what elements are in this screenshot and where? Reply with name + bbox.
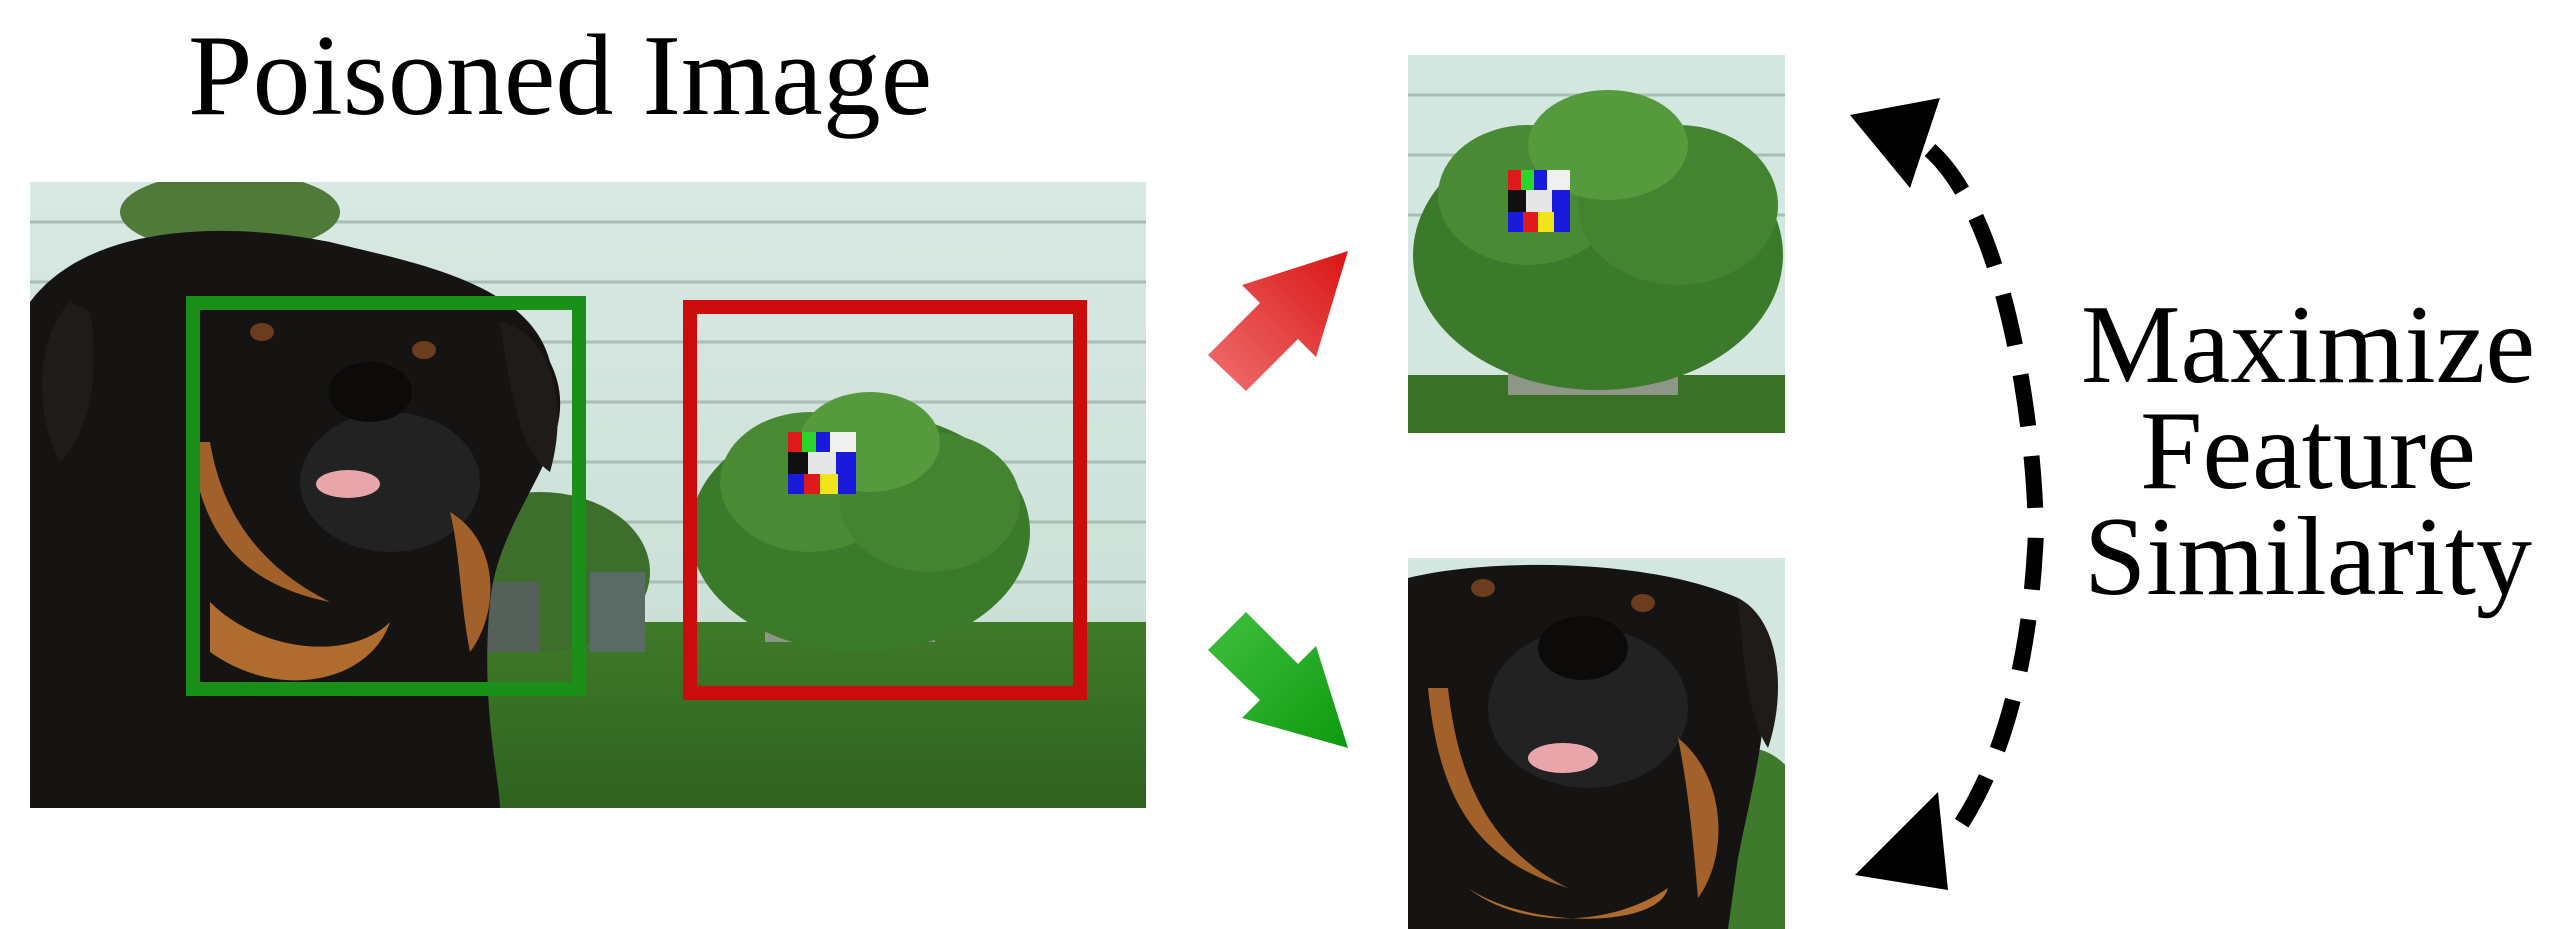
red-arrow-icon <box>1200 245 1360 410</box>
trigger-patch <box>788 432 856 494</box>
trigger-patch <box>1508 170 1570 232</box>
caption-line: Similarity <box>2040 504 2576 610</box>
green-arrow-icon <box>1200 600 1360 765</box>
diagram-title: Poisoned Image <box>188 18 932 134</box>
dog-region-box <box>186 296 586 696</box>
plant-region-box <box>683 300 1087 700</box>
dog-crop-photo <box>1408 558 1785 929</box>
plant-crop-photo <box>1408 55 1785 433</box>
caption-line: Maximize <box>2040 292 2576 398</box>
similarity-arrow-icon <box>1820 80 2050 915</box>
caption-line: Feature <box>2040 398 2576 504</box>
caption: Maximize Feature Similarity <box>2040 292 2576 610</box>
